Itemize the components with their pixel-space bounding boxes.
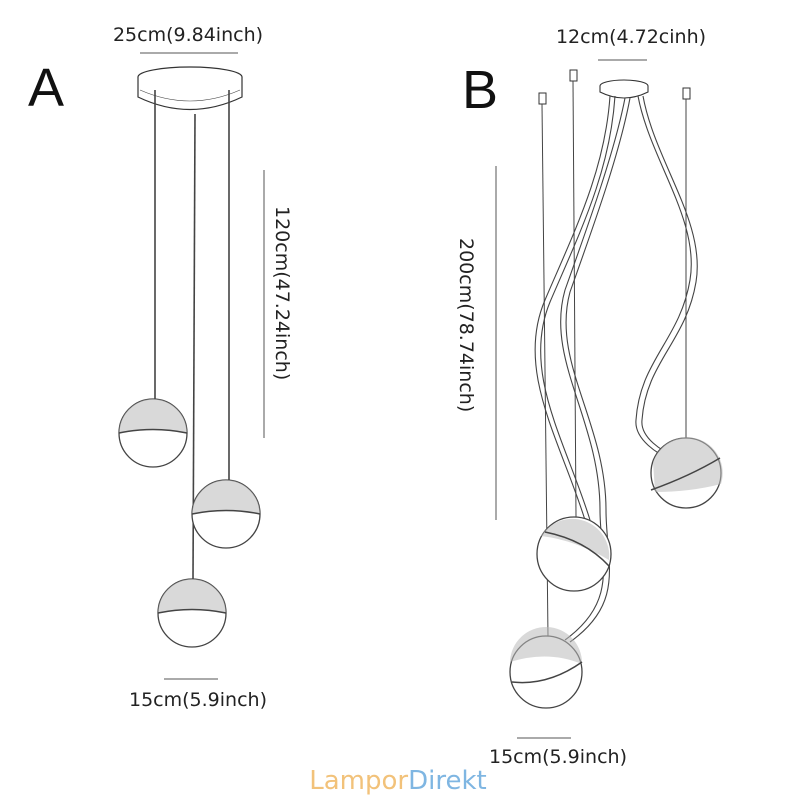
variant-a-cable-center <box>192 113 196 581</box>
variant-b-label: B <box>462 60 498 120</box>
variant-b-globe-dimension: 15cm(5.9inch) <box>489 746 627 768</box>
variant-a-canopy <box>137 66 243 110</box>
variant-b-ceiling-hooks <box>538 69 691 105</box>
variant-b-canopy-dimension: 12cm(4.72cinh) <box>556 26 706 48</box>
variant-a-globe-3 <box>157 578 227 648</box>
variant-b-length-dimension: 200cm(78.74inch) <box>455 238 477 412</box>
variant-a-globe-2 <box>191 479 261 549</box>
variant-b-power-cable-1 <box>534 95 616 521</box>
variant-a: A 25cm(9.84inch) <box>28 24 293 711</box>
brand-watermark: LamporDirekt <box>309 766 486 796</box>
variant-b-power-cable-3 <box>635 95 698 459</box>
brand-part-2: Direkt <box>408 766 487 796</box>
variant-b-globe-2 <box>536 516 612 592</box>
brand-part-1: Lampor <box>309 766 408 796</box>
variant-a-globe-1 <box>118 398 188 468</box>
variant-a-label: A <box>28 58 64 118</box>
variant-a-canopy-dimension: 25cm(9.84inch) <box>113 24 263 46</box>
variant-b-wire-2 <box>572 80 577 518</box>
variant-b-globe-3 <box>509 627 583 709</box>
variant-b-canopy <box>599 79 649 99</box>
variant-a-globe-dimension: 15cm(5.9inch) <box>129 689 267 711</box>
variant-b-globe-1 <box>650 437 723 509</box>
variant-a-length-dimension: 120cm(47.24inch) <box>271 206 293 380</box>
variant-b: B 12cm(4.72cinh) <box>455 26 723 768</box>
